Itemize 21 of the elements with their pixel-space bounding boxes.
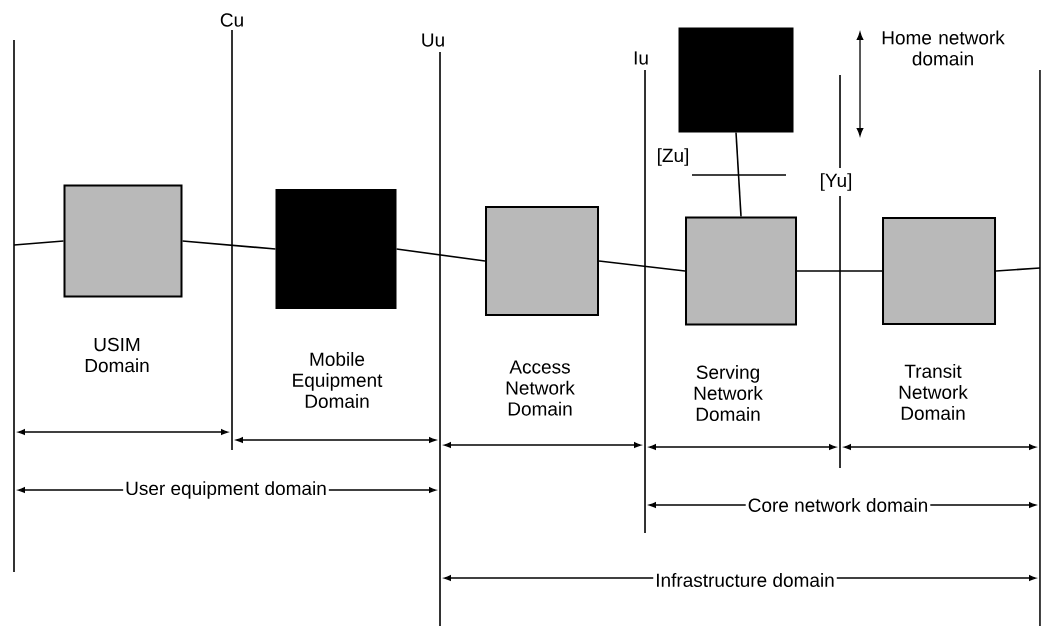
connector-line xyxy=(735,131,742,218)
connector-line xyxy=(181,240,277,250)
connector-line xyxy=(796,270,883,272)
interface-label: [Yu] xyxy=(817,171,855,193)
connector-line xyxy=(13,240,65,246)
span-label: Core network domain xyxy=(745,496,931,514)
domain-label: Access Network Domain xyxy=(499,359,581,417)
span-label: User equipment domain xyxy=(123,479,329,501)
domain-label: Serving Network Domain xyxy=(687,364,769,422)
domain-label: USIM Domain xyxy=(76,336,158,374)
domain-label: Mobile Equipment Domain xyxy=(281,351,393,409)
connector-line xyxy=(598,260,686,272)
domain-label: Transit Network Domain xyxy=(892,363,974,421)
domain-label: Home network domain xyxy=(872,29,1014,67)
interface-label: Cu xyxy=(217,11,247,29)
interface-label: Uu xyxy=(418,31,448,49)
connector-line xyxy=(995,267,1041,272)
span-label: Infrastructure domain xyxy=(653,571,837,589)
interface-label: Iu xyxy=(631,49,651,67)
edge-label: [Zu] xyxy=(655,147,691,167)
connector-line xyxy=(395,248,486,262)
